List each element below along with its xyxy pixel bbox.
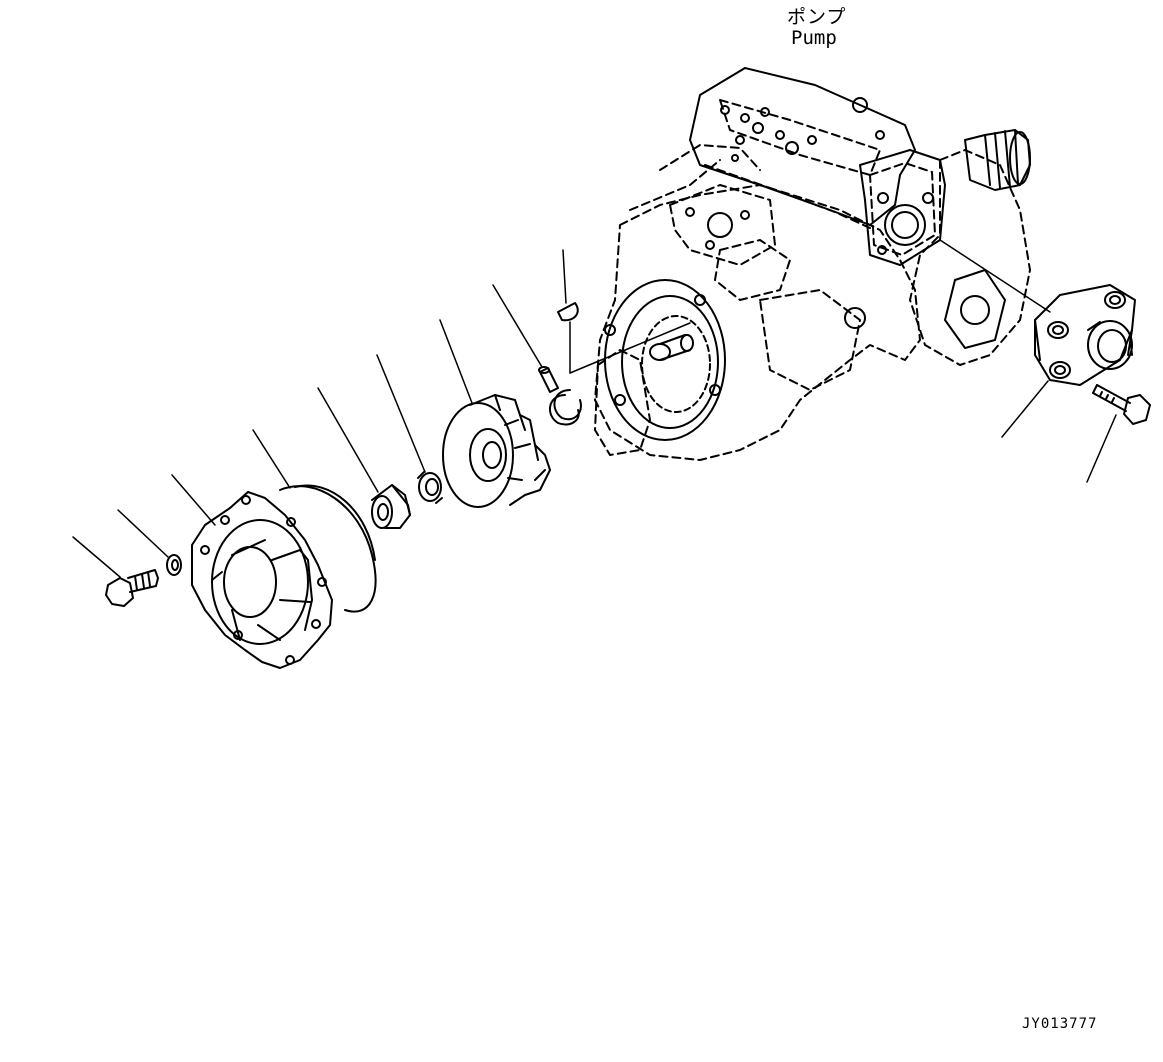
bushing [371, 484, 411, 529]
coupling-hub [442, 394, 551, 508]
snap-ring [549, 389, 582, 426]
left-bolt [105, 569, 159, 607]
leader-lines [72, 239, 1117, 578]
woodruff-key [557, 302, 579, 322]
washer [166, 554, 182, 576]
right-bolt [1092, 384, 1151, 425]
pin [538, 366, 559, 393]
pump-label-japanese: ポンプ [787, 6, 847, 28]
seal-ring [417, 471, 443, 504]
figure-id: JY013777 [1022, 1016, 1098, 1032]
pump-label-english: Pump [791, 27, 837, 49]
o-ring [279, 484, 377, 613]
cover-plate [191, 491, 333, 669]
right-flange [1034, 284, 1136, 386]
pump-assembly [594, 67, 1031, 461]
